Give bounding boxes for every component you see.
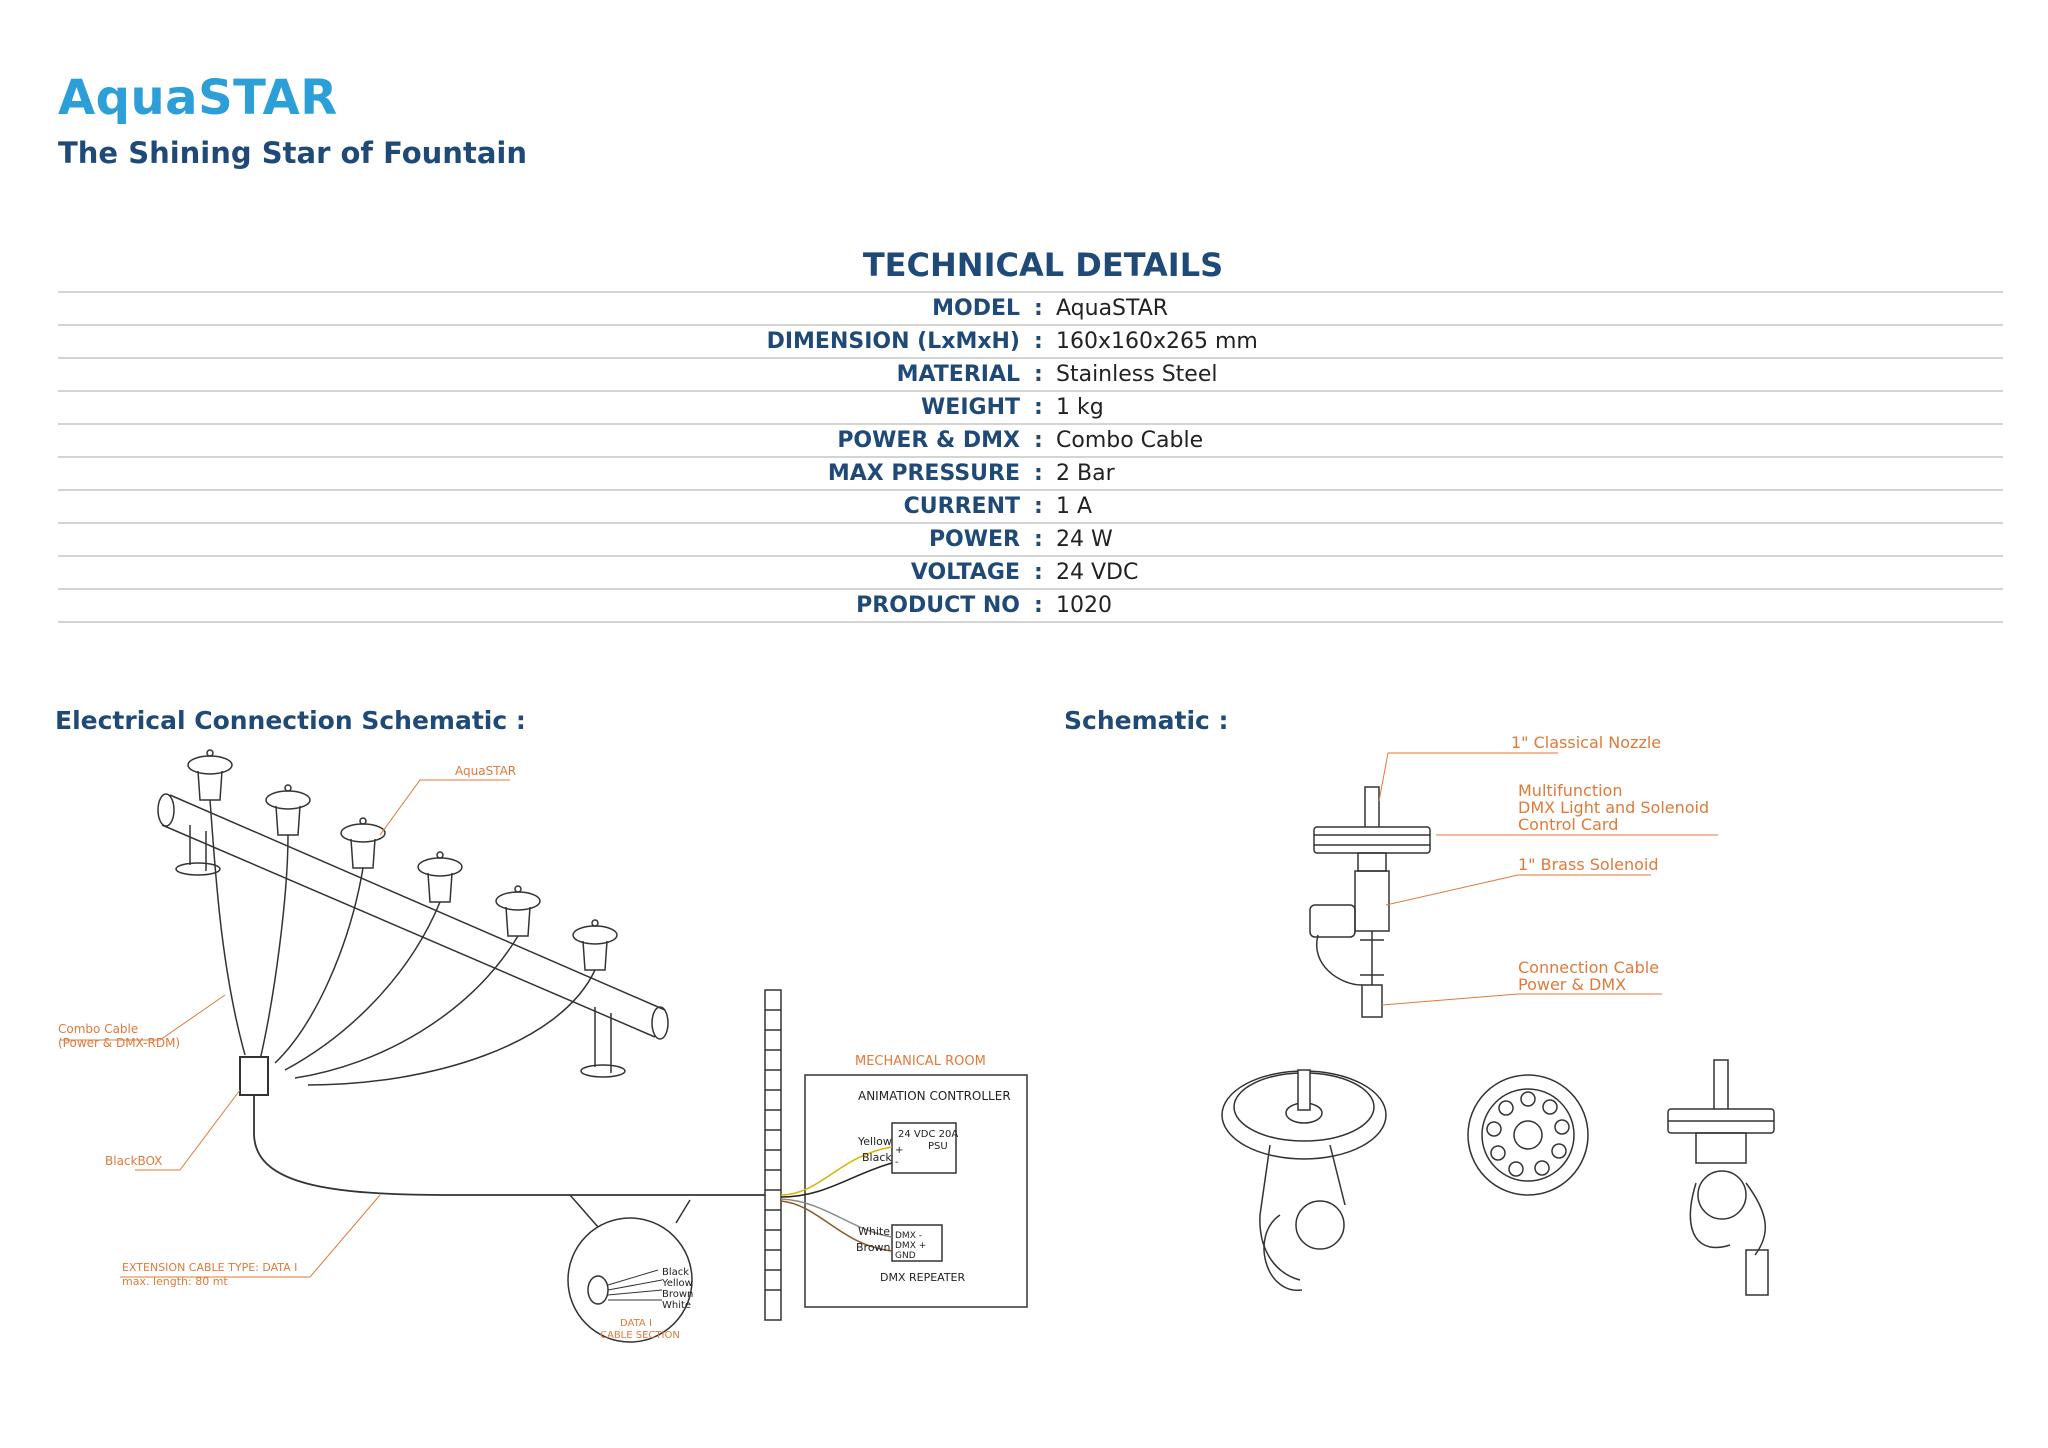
spec-value: 1020	[1056, 593, 1112, 618]
spec-colon: :	[1034, 395, 1043, 420]
aquastar-callout: AquaSTAR	[455, 764, 516, 778]
spec-label: VOLTAGE	[910, 560, 1020, 585]
connection-cable-callout: Connection Cable	[1518, 958, 1659, 977]
control-card-callout-3: Control Card	[1518, 815, 1618, 834]
spec-label: MATERIAL	[896, 362, 1020, 387]
spec-colon: :	[1034, 461, 1043, 486]
wire-black-label: Black	[862, 1151, 892, 1164]
section-black-label: Black	[662, 1267, 689, 1278]
aquastar-fixture	[572, 919, 618, 971]
spec-row: VOLTAGE:24 VDC	[58, 557, 2003, 590]
spec-row: PRODUCT NO:1020	[58, 590, 2003, 623]
spec-table: MODEL:AquaSTAR DIMENSION (LxMxH):160x160…	[58, 291, 2003, 623]
mechanical-room-label: MECHANICAL ROOM	[855, 1054, 986, 1069]
combo-cable-callout: Combo Cable	[58, 1022, 138, 1036]
technical-details-title: TECHNICAL DETAILS	[862, 246, 1224, 284]
spec-label: DIMENSION (LxMxH)	[766, 329, 1020, 354]
spec-colon: :	[1034, 329, 1043, 354]
spec-row: MATERIAL: Stainless Steel	[58, 359, 2003, 392]
psu-minus: -	[895, 1157, 899, 1168]
spec-label: WEIGHT	[921, 395, 1020, 420]
extension-cable-callout: EXTENSION CABLE TYPE: DATA I	[122, 1261, 297, 1274]
psu-label: 24 VDC 20A	[898, 1129, 958, 1140]
spec-row: DIMENSION (LxMxH):160x160x265 mm	[58, 326, 2003, 359]
combo-cable-callout-sub: (Power & DMX-RDM)	[58, 1036, 180, 1050]
spec-colon: :	[1034, 527, 1043, 552]
spec-row: CURRENT:1 A	[58, 491, 2003, 524]
spec-label: PRODUCT NO	[856, 593, 1020, 618]
aquastar-fixture	[495, 885, 541, 937]
spec-value: 24 VDC	[1056, 560, 1139, 585]
wire-white-label: White	[858, 1225, 890, 1238]
product-schematic-diagram: 1" Classical Nozzle Multifunction DMX Li…	[1221, 735, 1775, 1296]
section-brown-label: Brown	[662, 1289, 693, 1300]
blackbox-callout: BlackBOX	[105, 1154, 162, 1168]
brand-title: AquaSTAR	[58, 70, 338, 126]
psu-label-sub: PSU	[928, 1141, 948, 1152]
solenoid-callout: 1" Brass Solenoid	[1518, 855, 1659, 874]
spec-row: WEIGHT:1 kg	[58, 392, 2003, 425]
section-white-label: White	[662, 1300, 691, 1311]
spec-table-top-rule	[58, 291, 2003, 293]
spec-value: 1 A	[1056, 494, 1093, 519]
spec-label: CURRENT	[903, 494, 1020, 519]
extension-length-callout: max. length: 80 mt	[122, 1275, 228, 1288]
wire-yellow-label: Yellow	[857, 1135, 892, 1148]
electrical-schematic-heading: Electrical Connection Schematic :	[55, 706, 526, 735]
aquastar-fixture	[187, 749, 233, 801]
spec-value: Combo Cable	[1056, 428, 1204, 453]
dmx-plus-label: DMX +	[895, 1241, 926, 1251]
spec-value: Stainless Steel	[1056, 362, 1218, 387]
aquastar-fixture	[340, 817, 386, 869]
spec-value: 1 kg	[1056, 395, 1104, 420]
connection-cable-callout-2: Power & DMX	[1518, 975, 1626, 994]
gnd-label: GND	[895, 1251, 916, 1261]
aquastar-fixture	[265, 784, 311, 836]
brand-tagline: The Shining Star of Fountain	[58, 136, 527, 170]
spec-colon: :	[1034, 593, 1043, 618]
schematic-heading: Schematic :	[1064, 706, 1229, 735]
spec-colon: :	[1034, 362, 1043, 387]
spec-colon: :	[1034, 428, 1043, 453]
spec-value: AquaSTAR	[1056, 296, 1169, 321]
control-card-callout-2: DMX Light and Solenoid	[1518, 798, 1709, 817]
spec-value: 2 Bar	[1056, 461, 1115, 486]
spec-colon: :	[1034, 494, 1043, 519]
dmx-repeater-label: DMX REPEATER	[880, 1271, 966, 1284]
cable-section-label: CABLE SECTION	[600, 1330, 680, 1341]
spec-row: MODEL: AquaSTAR	[58, 293, 2003, 326]
spec-label: POWER	[928, 527, 1020, 552]
spec-value: 160x160x265 mm	[1056, 329, 1258, 354]
wire-brown-label: Brown	[856, 1241, 891, 1254]
spec-value: 24 W	[1056, 527, 1113, 552]
spec-colon: :	[1034, 296, 1043, 321]
dmx-minus-label: DMX -	[895, 1231, 922, 1241]
spec-label: MODEL	[932, 296, 1020, 321]
electrical-connection-diagram: AquaSTAR Combo Cable (Power & DMX-RDM) B…	[58, 749, 1028, 1343]
psu-plus: +	[895, 1145, 903, 1156]
spec-row: POWER:24 W	[58, 524, 2003, 557]
animation-controller-label: ANIMATION CONTROLLER	[858, 1089, 1011, 1103]
nozzle-callout: 1" Classical Nozzle	[1511, 735, 1661, 752]
spec-label: MAX PRESSURE	[827, 461, 1020, 486]
section-yellow-label: Yellow	[661, 1278, 693, 1289]
spec-label: POWER & DMX	[837, 428, 1020, 453]
spec-row: MAX PRESSURE:2 Bar	[58, 458, 2003, 491]
aquastar-fixture	[417, 851, 463, 903]
control-card-callout: Multifunction	[1518, 781, 1622, 800]
spec-colon: :	[1034, 560, 1043, 585]
data-i-label: DATA I	[620, 1318, 652, 1329]
spec-row: POWER & DMX: Combo Cable	[58, 425, 2003, 458]
